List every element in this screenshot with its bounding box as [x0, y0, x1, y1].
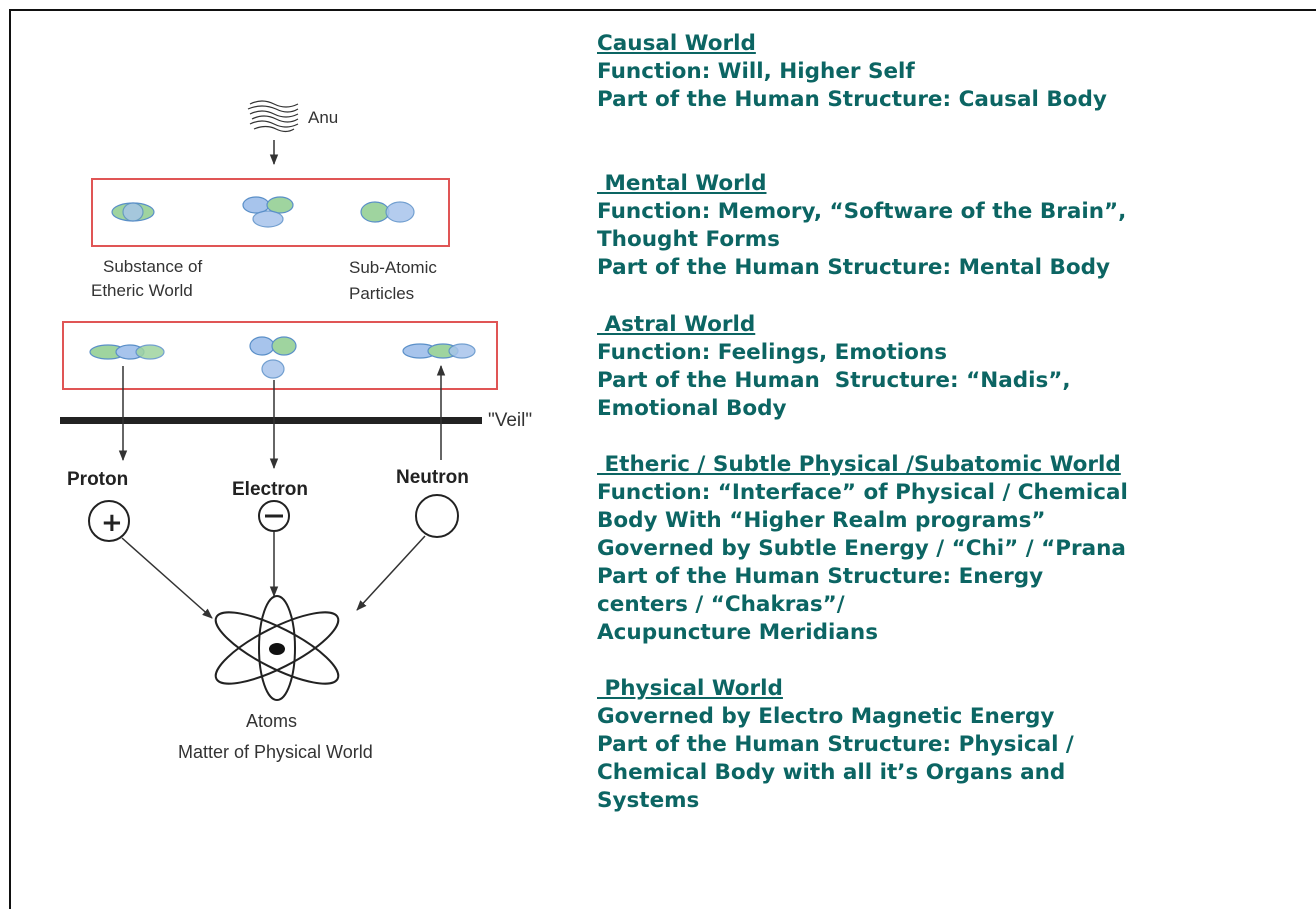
neutron-circle [416, 495, 458, 537]
subatomic-label-line2: Particles [349, 284, 414, 303]
matter-physical-world-label: Matter of Physical World [178, 742, 373, 762]
etheric-particle-2 [243, 197, 293, 227]
causal-world-line: Part of the Human Structure: Causal Body [597, 86, 1307, 114]
etheric-world-label-line2: Etheric World [91, 281, 193, 300]
physical-world-section: Physical World Governed by Electro Magne… [597, 675, 1307, 815]
atomic-structure-diagram: Anu Substance of Etheric World Sub-Atomi… [0, 0, 600, 841]
etheric-world-line: Function: “Interface” of Physical / Chem… [597, 479, 1307, 507]
astral-world-line: Part of the Human Structure: “Nadis”, [597, 367, 1307, 395]
etheric-world-label-line1: Substance of [103, 257, 203, 276]
proton-label: Proton [67, 469, 128, 490]
proton-symbol: + [101, 508, 123, 538]
astral-world-line: Emotional Body [597, 395, 1307, 423]
atom-icon [207, 596, 346, 700]
anu-icon [248, 101, 298, 132]
subatomic-particle-2 [250, 337, 296, 378]
etheric-world-line: centers / “Chakras”/ [597, 591, 1307, 619]
astral-world-section: Astral World Function: Feelings, Emotion… [597, 311, 1307, 423]
subatomic-particle-1 [90, 345, 164, 359]
proton-to-atom-arrow [122, 538, 212, 618]
mental-world-line: Part of the Human Structure: Mental Body [597, 254, 1307, 282]
etheric-world-section: Etheric / Subtle Physical /Subatomic Wor… [597, 451, 1307, 647]
mental-world-section: Mental World Function: Memory, “Software… [597, 170, 1307, 282]
physical-world-title: Physical World [597, 675, 1307, 703]
subatomic-label-line1: Sub-Atomic [349, 258, 437, 277]
causal-world-line: Function: Will, Higher Self [597, 58, 1307, 86]
causal-world-section: Causal World Function: Will, Higher Self… [597, 30, 1307, 114]
physical-world-line: Systems [597, 787, 1307, 815]
mental-world-title: Mental World [597, 170, 1307, 198]
electron-label: Electron [232, 479, 308, 500]
mental-world-line: Function: Memory, “Software of the Brain… [597, 198, 1307, 226]
astral-world-title: Astral World [597, 311, 1307, 339]
veil-label: "Veil" [488, 410, 532, 431]
etheric-world-line: Governed by Subtle Energy / “Chi” / “Pra… [597, 535, 1307, 563]
astral-world-line: Function: Feelings, Emotions [597, 339, 1307, 367]
neutron-to-atom-arrow [357, 536, 425, 610]
subatomic-particle-3 [403, 344, 475, 358]
etheric-particle-3 [361, 202, 414, 222]
etheric-world-line: Body With “Higher Realm programs” [597, 507, 1307, 535]
etheric-world-title: Etheric / Subtle Physical /Subatomic Wor… [597, 451, 1307, 479]
causal-world-title: Causal World [597, 30, 1307, 58]
etheric-world-line: Part of the Human Structure: Energy [597, 563, 1307, 591]
physical-world-line: Part of the Human Structure: Physical / [597, 731, 1307, 759]
etheric-world-line: Acupuncture Meridians [597, 619, 1307, 647]
physical-world-line: Governed by Electro Magnetic Energy [597, 703, 1307, 731]
etheric-particle-1 [112, 203, 154, 221]
neutron-label: Neutron [396, 467, 469, 488]
physical-world-line: Chemical Body with all it’s Organs and [597, 759, 1307, 787]
anu-label: Anu [308, 108, 338, 127]
atoms-label: Atoms [246, 711, 297, 731]
mental-world-line: Thought Forms [597, 226, 1307, 254]
